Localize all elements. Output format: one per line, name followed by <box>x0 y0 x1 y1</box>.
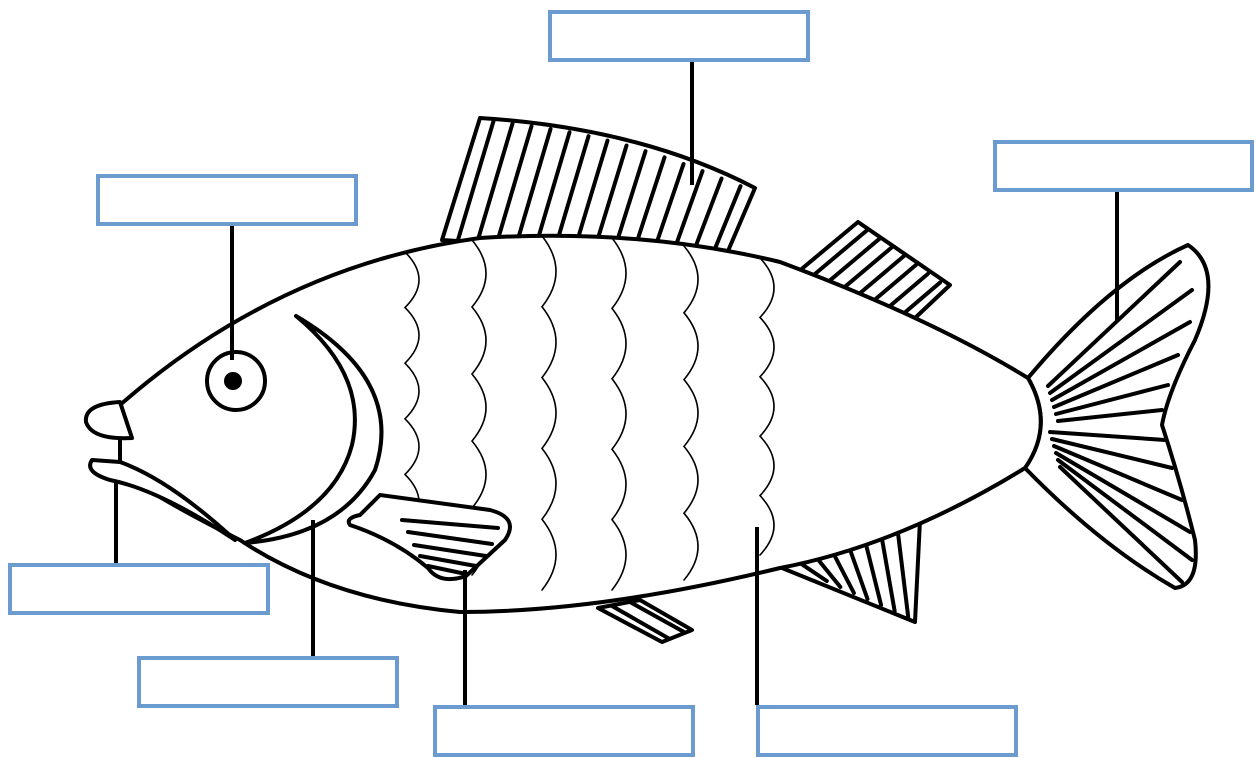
caudal-fin-ray <box>1056 458 1194 562</box>
pectoral-fin <box>346 493 512 582</box>
anal-fin-ray <box>878 527 897 613</box>
leader-lines <box>114 62 1119 705</box>
scale-column <box>403 251 420 531</box>
dorsal-fin-ray <box>534 130 572 248</box>
pelvic-fin <box>596 598 694 644</box>
caudal-fin-ray <box>1050 320 1192 402</box>
second-dorsal-fin-ray <box>857 254 906 296</box>
scales-label-box[interactable] <box>756 705 1018 757</box>
dorsal-fin-ray <box>475 121 515 244</box>
caudal-fin-ray <box>1048 288 1194 395</box>
pectoral-fin-label-box[interactable] <box>433 705 695 757</box>
dorsal-fin-ray <box>710 184 743 258</box>
eye <box>205 350 267 412</box>
caudal-fin-label-box[interactable] <box>993 140 1254 192</box>
caudal-fin-ray <box>1054 383 1170 416</box>
second-dorsal-fin-ray <box>887 271 930 309</box>
scales <box>403 235 775 591</box>
mouth-label-box[interactable] <box>8 563 270 615</box>
dorsal-fin-label-box[interactable] <box>548 10 810 62</box>
dorsal-fin-ray <box>514 127 553 246</box>
dorsal-fin-ray <box>592 143 629 251</box>
second-dorsal-fin-ray <box>841 245 894 290</box>
caudal-fin <box>1023 243 1211 590</box>
scale-column <box>610 237 627 591</box>
dorsal-fin-ray <box>494 124 534 245</box>
dorsal-fin-ray <box>690 176 724 257</box>
dorsal-fin-ray <box>612 149 648 252</box>
scale-column <box>682 245 699 581</box>
caudal-fin-ray <box>1058 465 1184 584</box>
second-dorsal-fin-ray <box>826 236 882 284</box>
gill-cover <box>243 314 384 545</box>
mouth <box>83 400 237 542</box>
dorsal-fin-ray <box>455 119 496 243</box>
caudal-fin-ray <box>1046 260 1182 388</box>
second-dorsal-fin-ray <box>811 227 870 278</box>
dorsal-fin-ray <box>631 155 667 253</box>
caudal-fin-ray <box>1056 408 1164 423</box>
gill-cover-label-box[interactable] <box>137 656 399 708</box>
caudal-fin-ray <box>1054 451 1192 534</box>
dorsal-fin <box>440 116 757 260</box>
dorsal-fin-ray <box>553 134 591 249</box>
dorsal-fin-ray <box>651 162 686 254</box>
dorsal-fin-ray <box>573 138 610 250</box>
dorsal-fin-ray <box>671 169 705 256</box>
caudal-fin-ray <box>1048 430 1167 442</box>
second-dorsal-fin-ray <box>902 280 942 315</box>
caudal-fin-ray <box>1052 444 1184 502</box>
caudal-fin-ray <box>1052 353 1180 409</box>
anal-fin-ray <box>894 521 911 619</box>
scale-column <box>540 235 557 591</box>
scale-column <box>758 257 775 556</box>
second-dorsal-fin-ray <box>872 262 918 303</box>
caudal-fin-ray <box>1050 437 1174 470</box>
anal-fin-ray <box>861 534 884 607</box>
eye-label-box[interactable] <box>96 174 358 226</box>
